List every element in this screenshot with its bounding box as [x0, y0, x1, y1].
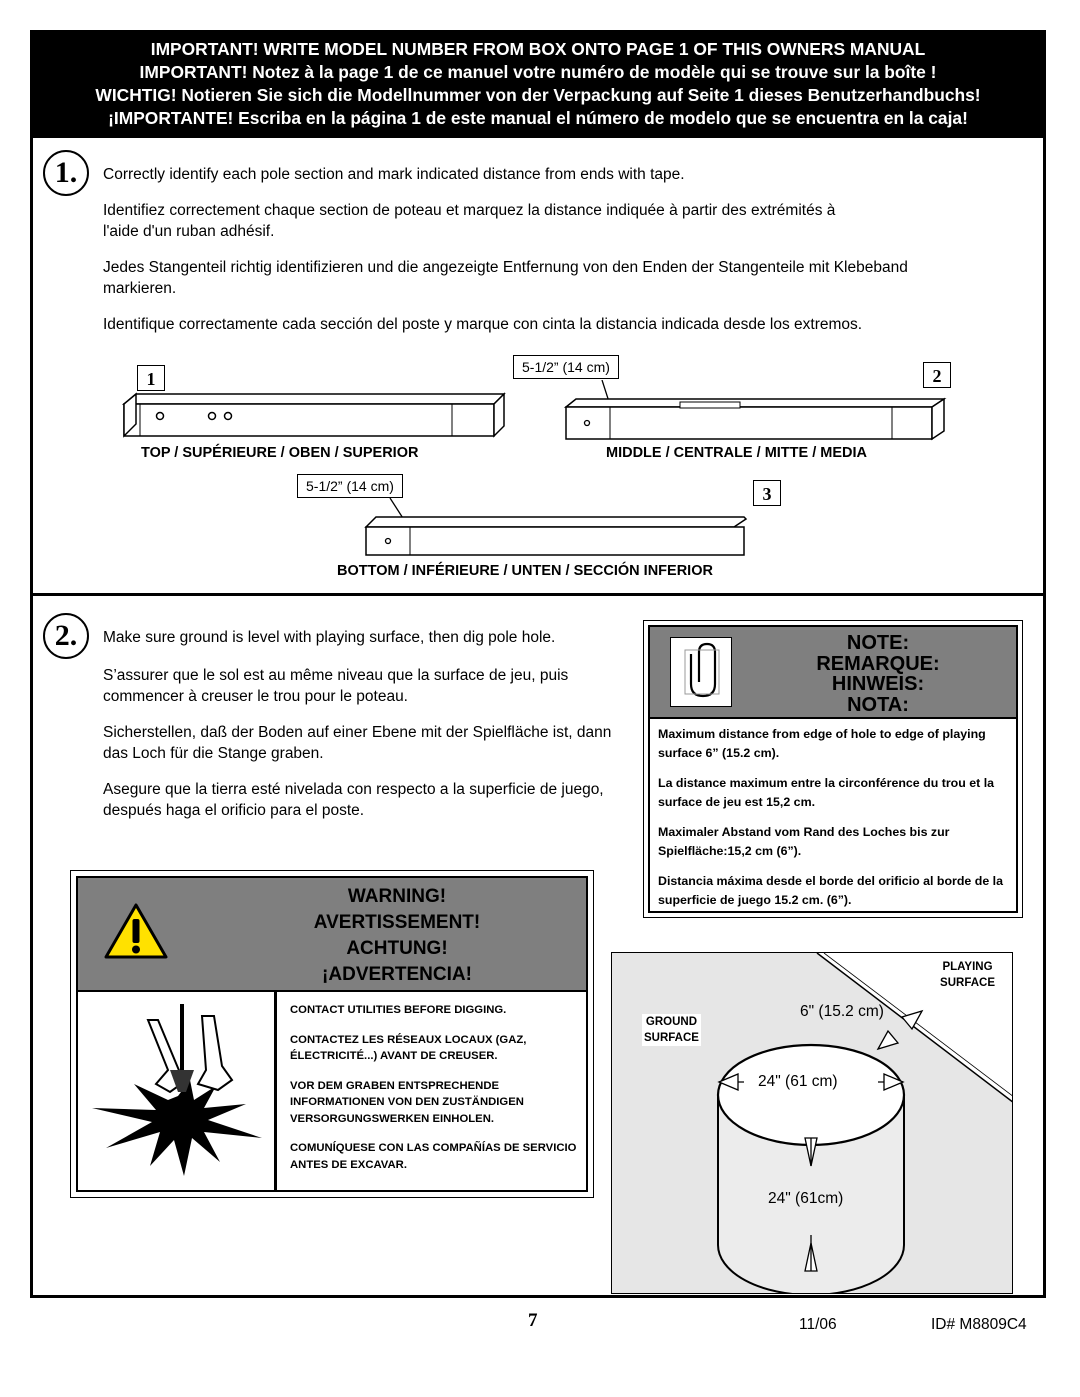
note-item-de: Maximaler Abstand vom Rand des Loches bi…: [658, 825, 950, 858]
playing-surface-label: PLAYING SURFACE: [940, 961, 995, 989]
banner-line-en: IMPORTANT! WRITE MODEL NUMBER FROM BOX O…: [150, 39, 926, 59]
note-header: NOTE: REMARQUE: HINWEIS: NOTA:: [650, 627, 1016, 719]
pole-2-caption: MIDDLE / CENTRALE / MITTE / MEDIA: [606, 445, 867, 461]
warning-item-fr: CONTACTEZ LES RÉSEAUX LOCAUX (GAZ, ÉLECT…: [290, 1033, 527, 1063]
pole-bottom-drawing: [364, 516, 748, 556]
pole-middle-drawing: [563, 397, 947, 441]
distance-label: 6" (15.2 cm): [800, 1003, 884, 1020]
warning-triangle-icon: [104, 903, 168, 959]
warning-title-de: ACHTUNG!: [346, 938, 448, 959]
pole-1-caption: TOP / SUPÉRIEURE / OBEN / SUPERIOR: [141, 445, 419, 461]
hole-diagram: PLAYING SURFACE GROUND SURFACE 6" (15.2 …: [611, 952, 1013, 1294]
step-1-text-de: Jedes Stangenteil richtig identifizieren…: [103, 259, 908, 297]
warning-item-de: VOR DEM GRABEN ENTSPRECHENDE INFORMATION…: [290, 1079, 524, 1125]
warning-item-es: COMUNÍQUESE CON LAS COMPAÑÍAS DE SERVICI…: [290, 1142, 577, 1171]
footer-id: ID# M8809C4: [931, 1316, 1027, 1333]
warning-title-en: WARNING!: [347, 886, 447, 907]
step-1-text-en: Correctly identify each pole section and…: [103, 166, 685, 183]
ground-surface-label: GROUND SURFACE: [642, 1014, 701, 1046]
note-title-de: HINWEIS:: [831, 673, 925, 695]
important-banner: IMPORTANT! WRITE MODEL NUMBER FROM BOX O…: [30, 30, 1046, 138]
note-title-en: NOTE:: [846, 632, 910, 654]
digging-explosion-icon: [92, 1004, 262, 1176]
pole-1-number: 1: [137, 365, 165, 391]
step-2-number: 2.: [43, 613, 89, 659]
note-box: NOTE: REMARQUE: HINWEIS: NOTA: Maximum d…: [643, 620, 1023, 918]
depth-label: 24" (61cm): [768, 1190, 844, 1207]
pole-3-caption: BOTTOM / INFÉRIEURE / UNTEN / SECCIÓN IN…: [337, 563, 713, 579]
step-1-text-es: Identifique correctamente cada sección d…: [103, 316, 863, 333]
footer-date: 11/06: [799, 1316, 837, 1333]
note-item-es: Distancia máxima desde el borde del orif…: [658, 874, 1003, 907]
step-1-number: 1.: [43, 150, 89, 196]
step-2-text-en: Make sure ground is level with playing s…: [103, 629, 556, 646]
pole-3-number: 3: [753, 480, 781, 506]
banner-line-fr: IMPORTANT! Notez à la page 1 de ce manue…: [139, 62, 937, 82]
banner-line-de: WICHTIG! Notieren Sie sich die Modellnum…: [95, 85, 981, 105]
diameter-label: 24" (61 cm): [758, 1073, 838, 1090]
measure-label-bottom: 5-1/2” (14 cm): [297, 474, 403, 498]
hole-diagram-drawing: [716, 953, 1012, 1293]
note-item-en: Maximum distance from edge of hole to ed…: [658, 727, 986, 760]
pole-top-drawing: [121, 392, 506, 438]
step-2-text-es: Asegure que la tierra esté nivelada con …: [103, 781, 604, 819]
warning-box: WARNING! AVERTISSEMENT! ACHTUNG! ¡ADVERT…: [70, 870, 594, 1198]
banner-line-es: ¡IMPORTANTE! Escriba en la página 1 de e…: [108, 108, 968, 128]
step-2-text-fr: S’assurer que le sol est au même niveau …: [103, 667, 569, 705]
note-title-es: NOTA:: [847, 693, 909, 716]
note-item-fr: La distance maximum entre la circonféren…: [658, 776, 995, 809]
note-icon-frame: [670, 637, 732, 707]
section-divider: [30, 593, 1046, 596]
step-2-text-de: Sicherstellen, daß der Boden auf einer E…: [103, 724, 612, 762]
note-title-fr: REMARQUE:: [816, 652, 940, 675]
warning-title-es: ¡ADVERTENCIA!: [322, 964, 472, 985]
measure-label-middle: 5-1/2” (14 cm): [513, 355, 619, 379]
warning-divider: [274, 990, 277, 1190]
step-1-text-fr: Identifiez correctement chaque section d…: [103, 202, 836, 240]
warning-item-en: CONTACT UTILITIES BEFORE DIGGING.: [290, 1004, 507, 1016]
page-number: 7: [528, 1310, 538, 1331]
pole-2-number: 2: [923, 362, 951, 388]
paper-clip-icon: [684, 642, 720, 698]
warning-title-fr: AVERTISSEMENT!: [313, 912, 481, 933]
warning-header: WARNING! AVERTISSEMENT! ACHTUNG! ¡ADVERT…: [78, 878, 586, 992]
